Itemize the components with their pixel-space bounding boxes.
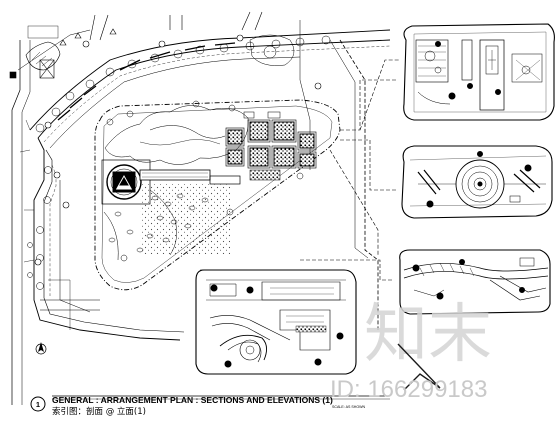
watermark: 知末 ID: 166299183: [330, 298, 492, 403]
scale-label: SCALE: AS SHOWN: [332, 405, 366, 409]
detail-curved-path: [399, 249, 551, 315]
main-site-plan: [94, 99, 341, 291]
watermark-id: ID: 166299183: [330, 376, 487, 403]
title-block: 1 GENERAL : ARRANGEMENT PLAN : SECTIONS …: [30, 395, 390, 417]
drawing-title: GENERAL : ARRANGEMENT PLAN : SECTIONS AN…: [52, 395, 333, 405]
site-road-network: [11, 11, 391, 405]
detail-top-right: [403, 23, 555, 121]
planting-areas: [106, 100, 304, 262]
title-bubble-number: 1: [36, 400, 40, 409]
section-markers: [34, 34, 322, 266]
drawing-subtitle: 索引图：剖面 @ 立面(1): [52, 406, 146, 417]
title-bubble: [30, 396, 46, 412]
detail-bottom-center: [195, 269, 357, 375]
street-trees: [27, 28, 331, 290]
north-arrow-icon: [35, 342, 47, 355]
callout-leader-lines: [200, 59, 400, 281]
detail-circular-plaza: [401, 145, 553, 219]
kiosk-building: [9, 59, 55, 79]
watermark-logo: 知末: [364, 298, 492, 372]
